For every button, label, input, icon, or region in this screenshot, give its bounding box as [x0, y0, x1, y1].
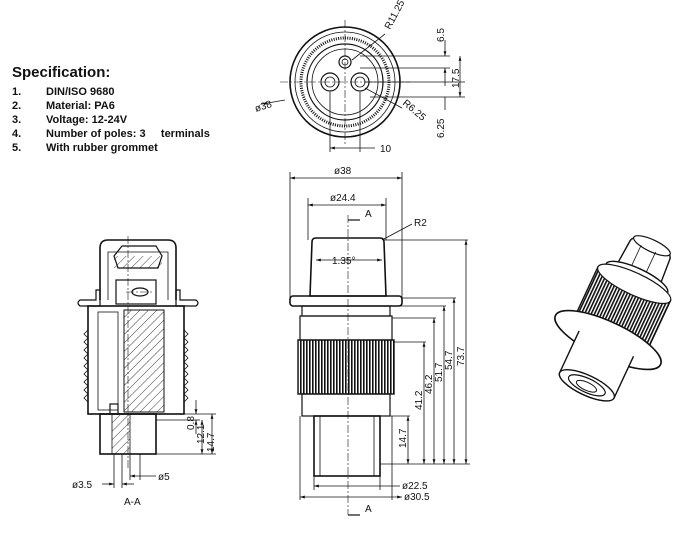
- dim-h-12-1: 12.1: [196, 424, 207, 444]
- dim-h-73-7: 73.7: [456, 346, 467, 366]
- dim-h-41-2: 41.2: [414, 390, 425, 410]
- dim-h-0-8: 0.8: [186, 416, 197, 430]
- section-cap: [99, 239, 177, 300]
- dim-r2: R2: [414, 218, 427, 229]
- isometric-view: [554, 235, 672, 402]
- dim-h-51-7: 51.7: [434, 362, 445, 382]
- dim-6-5: 6.5: [436, 28, 447, 42]
- spec-item: 3.Voltage: 12-24V: [12, 114, 128, 126]
- dim-h-46-2: 46.2: [424, 374, 435, 394]
- dim-dia-24-4: ø24.4: [330, 193, 356, 204]
- section-label: A-A: [124, 497, 141, 508]
- specification-block: Specification: 1.DIN/ISO 9680 2.Material…: [12, 64, 272, 155]
- dim-dia-22-5: ø22.5: [402, 481, 428, 492]
- spec-item: 2.Material: PA6: [12, 100, 115, 112]
- section-mark-bottom: A: [365, 504, 372, 515]
- dim-dia-30-5: ø30.5: [404, 492, 430, 503]
- dim-dia-5: ø5: [158, 472, 170, 483]
- front-cap: [309, 237, 387, 297]
- dim-10: 10: [380, 144, 392, 155]
- specification-list: 1.DIN/ISO 9680 2.Material: PA6 3.Voltage…: [12, 85, 272, 155]
- dim-r6-25: R6.25: [400, 98, 428, 124]
- dim-h-54-7: 54.7: [444, 350, 455, 370]
- dim-h-14-7-section: 14.7: [206, 432, 217, 452]
- dim-r11-25: R11.25: [383, 0, 408, 31]
- section-core: [123, 309, 165, 413]
- dim-dia-3-5: ø3.5: [72, 480, 92, 491]
- spec-item: 1.DIN/ISO 9680: [12, 86, 115, 98]
- top-view: 6.5 17.5 6.25 R11.25 R6.25 ø38 10: [254, 0, 465, 155]
- specification-title: Specification:: [12, 64, 111, 81]
- front-flange: [289, 295, 403, 307]
- dim-dia-38: ø38: [334, 166, 352, 177]
- front-view: ø38 ø24.4 A R2 1.35° ø22.5: [289, 166, 470, 516]
- spec-item: 5.With rubber grommet: [12, 142, 158, 154]
- dim-dia-38-top: ø38: [254, 99, 274, 115]
- dim-17-5: 17.5: [451, 68, 462, 88]
- spec-item: 4.Number of poles: 3 terminals: [12, 128, 210, 140]
- section-view: 0.8 12.1 14.7 ø3.5 ø5 A-A: [72, 236, 217, 508]
- section-mark-top: A: [365, 209, 372, 220]
- dim-h-14-7-front: 14.7: [398, 428, 409, 448]
- front-lower-body: [313, 415, 381, 477]
- front-knurled-nut: [297, 339, 395, 395]
- dim-6-25: 6.25: [436, 118, 447, 138]
- dim-angle: 1.35°: [332, 256, 355, 267]
